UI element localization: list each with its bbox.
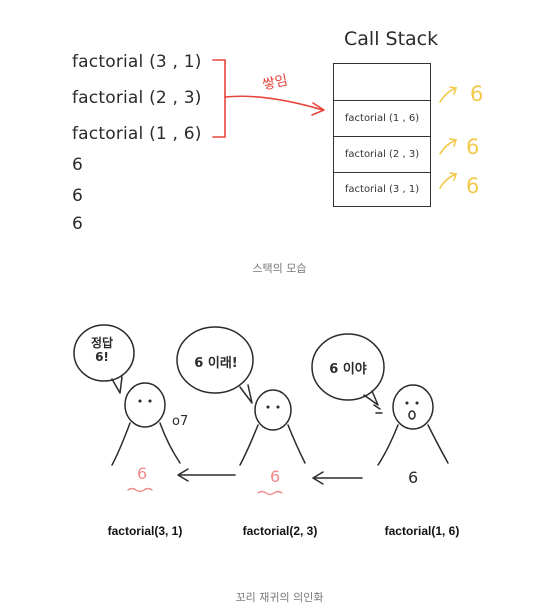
push-arrow <box>212 59 325 138</box>
return-value-2: 6 <box>466 135 480 159</box>
return-arrows <box>439 86 458 189</box>
stack-row-label: factorial (3 , 1) <box>344 184 420 195</box>
person-3-label: factorial(1, 6) <box>384 524 460 538</box>
stack-row-1: factorial (1 , 6) <box>334 100 430 136</box>
stack-row-label: factorial (1 , 6) <box>344 113 420 124</box>
top-caption: 스택의 모습 <box>252 262 307 275</box>
bubble-1-text: 정답 6! <box>90 336 114 364</box>
stack-row-2: factorial (2 , 3) <box>334 136 430 172</box>
code-line-1: factorial (3 , 1) <box>72 52 202 72</box>
bottom-caption: 꼬리 재귀의 의인화 <box>235 591 324 604</box>
return-value-3: 6 <box>466 174 480 198</box>
people-illustration <box>73 324 449 496</box>
result-line-1: 6 <box>72 155 83 175</box>
code-line-3: factorial (1 , 6) <box>72 124 202 144</box>
call-stack-box: factorial (1 , 6) factorial (2 , 3) fact… <box>333 63 431 207</box>
stack-row-label: factorial (2 , 3) <box>344 149 420 160</box>
person-1-label: factorial(3, 1) <box>107 524 183 538</box>
person-2-label: factorial(2, 3) <box>242 524 318 538</box>
person-1-side-text: o7 <box>172 414 189 429</box>
result-line-3: 6 <box>72 214 83 234</box>
person-1-value: 6 <box>137 464 148 483</box>
stack-title: Call Stack <box>344 28 439 50</box>
bubble-2-text: 6 이래! <box>194 356 238 371</box>
result-line-2: 6 <box>72 186 83 206</box>
return-value-1: 6 <box>470 82 484 106</box>
stack-row-3: factorial (3 , 1) <box>334 172 430 206</box>
person-3-value: 6 <box>408 468 419 487</box>
bubble-3-text: 6 이야 <box>329 362 367 377</box>
code-line-2: factorial (2 , 3) <box>72 88 202 108</box>
person-2-value: 6 <box>270 467 281 486</box>
